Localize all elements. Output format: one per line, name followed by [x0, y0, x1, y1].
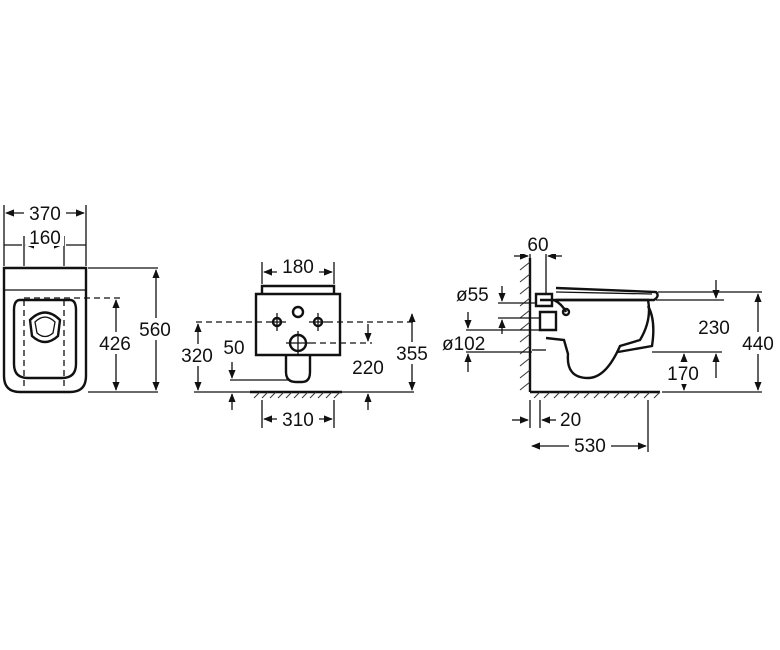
dim-wall-offset: 20: [560, 410, 581, 431]
dim-height-total: 440: [742, 334, 774, 355]
back-fixing-holes: [268, 305, 327, 355]
back-outlet: [284, 355, 312, 384]
front-bowl-outline: [2, 266, 88, 394]
side-fittings: [532, 292, 571, 351]
dim-pipe-small: ø55: [456, 285, 489, 306]
front-seat-opening: [12, 298, 78, 380]
dim-right-height: 355: [396, 344, 428, 365]
dim-left-height: 320: [181, 346, 213, 367]
back-view: 180 320 50 220 355 310: [176, 256, 433, 431]
dim-top-width: 180: [282, 257, 314, 278]
back-body-outline: [254, 292, 342, 357]
dim-base-width: 310: [282, 410, 314, 431]
dim-height-upper: 230: [698, 318, 730, 339]
dim-height-total: 560: [139, 320, 171, 341]
front-view: 370 160 426 560: [2, 201, 176, 394]
dim-width-fixing: 160: [29, 228, 61, 249]
dim-depth: 530: [574, 436, 606, 457]
side-bowl: [540, 298, 651, 380]
dim-height-fixing: 426: [99, 334, 131, 355]
side-view: 60 ø55 ø102 230 440 170 20 530: [442, 234, 779, 457]
side-seat: [555, 286, 659, 302]
dim-width-total: 370: [29, 204, 61, 225]
dim-pipe-large: ø102: [442, 334, 485, 355]
dim-inner-height: 50: [223, 338, 244, 359]
dim-height-lower: 170: [667, 364, 699, 385]
dim-right-inner-height: 220: [352, 358, 384, 379]
front-bowl-hole: [28, 311, 62, 344]
dim-top-offset: 60: [527, 235, 548, 256]
